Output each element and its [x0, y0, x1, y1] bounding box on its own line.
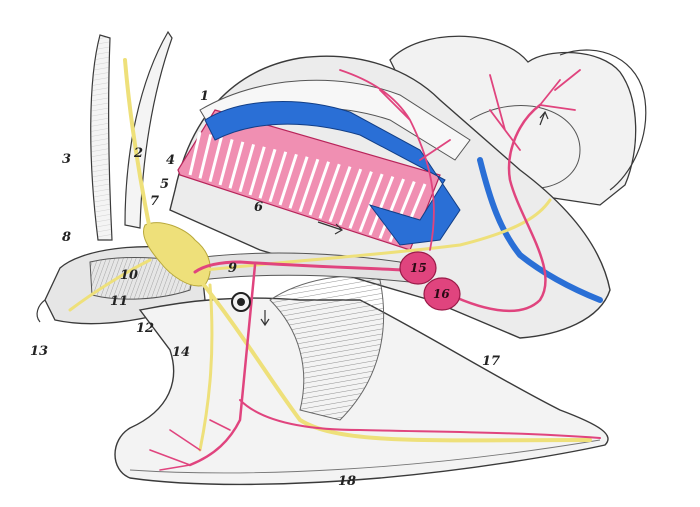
gill-lamella — [288, 156, 309, 209]
gill — [177, 109, 441, 251]
gill-lamella — [368, 176, 395, 236]
label-8: 8 — [62, 230, 71, 245]
label-1: 1 — [200, 89, 209, 104]
gill-lamella — [218, 139, 234, 186]
nerve-tentacle — [123, 58, 152, 232]
gill-lamella — [298, 158, 320, 213]
auricle — [399, 251, 437, 285]
label-4: 4 — [166, 153, 175, 168]
gill-lamella — [278, 153, 298, 206]
vein-right-branch — [477, 157, 603, 303]
gill-lamella — [268, 151, 288, 203]
artery-branch-right — [489, 69, 581, 151]
artery-pedal — [188, 263, 257, 467]
gill-lamella — [358, 173, 384, 233]
gill-lamella — [188, 131, 202, 176]
aorta-anterior — [193, 260, 407, 274]
label-2: 2 — [133, 146, 143, 161]
foot — [114, 275, 609, 486]
label-11: 11 — [110, 294, 128, 309]
gill-lamella — [308, 161, 330, 216]
tentacle-right — [124, 30, 173, 229]
figure-labels: 1 2 3 4 5 6 7 8 9 10 11 12 13 14 15 16 1… — [30, 89, 500, 489]
label-6: 6 — [254, 200, 263, 215]
gill-lamella — [228, 141, 245, 189]
gill-lamella — [318, 163, 341, 219]
flow-arrows — [260, 110, 549, 327]
artery-foot-fan — [149, 419, 231, 471]
label-5: 5 — [160, 177, 169, 192]
label-9: 9 — [228, 261, 237, 276]
flow-arrow-1 — [317, 221, 343, 235]
gill-lamella — [248, 146, 266, 196]
label-14: 14 — [172, 345, 190, 360]
visceral-lobe-right — [559, 49, 647, 191]
arterial-system — [149, 69, 601, 471]
columellar-muscle — [269, 275, 385, 421]
mouth — [36, 299, 46, 323]
label-16: 16 — [433, 287, 450, 301]
branchial-vein-main — [204, 101, 461, 246]
branchial-vein — [204, 101, 603, 303]
label-13: 13 — [30, 344, 48, 359]
label-3: 3 — [62, 152, 71, 167]
gill-lamella — [378, 178, 405, 239]
gill-lamella — [338, 168, 363, 226]
gill-lamella — [238, 143, 256, 193]
visceral-lobe-upper — [389, 35, 637, 206]
tentacles — [90, 30, 173, 241]
gill-lamella — [198, 134, 213, 179]
statocyst-core — [237, 298, 245, 306]
nerve-pedal-2 — [198, 283, 214, 452]
heart — [399, 251, 461, 311]
nerve-buccal — [68, 258, 152, 312]
label-12: 12 — [136, 321, 154, 336]
ventricle — [423, 277, 461, 311]
artery-pedal-branch — [239, 399, 601, 439]
nerve-pedal — [198, 278, 592, 443]
label-17: 17 — [482, 354, 500, 369]
label-10: 10 — [120, 268, 138, 283]
label-15: 15 — [410, 261, 427, 275]
statocyst — [231, 292, 251, 312]
flow-arrow-2 — [260, 310, 270, 327]
label-7: 7 — [150, 194, 159, 209]
gill-lamella — [328, 166, 352, 223]
gill-lamella — [348, 171, 373, 229]
foot-sole-line — [129, 439, 601, 474]
label-18: 18 — [338, 474, 356, 489]
gill-lamella — [208, 136, 223, 183]
flow-arrow-3 — [539, 110, 549, 126]
artery-mantle — [339, 69, 451, 251]
tentacle-hatch-left — [90, 35, 112, 240]
gill-lamella — [258, 148, 277, 199]
gill-lamellae — [188, 131, 427, 246]
